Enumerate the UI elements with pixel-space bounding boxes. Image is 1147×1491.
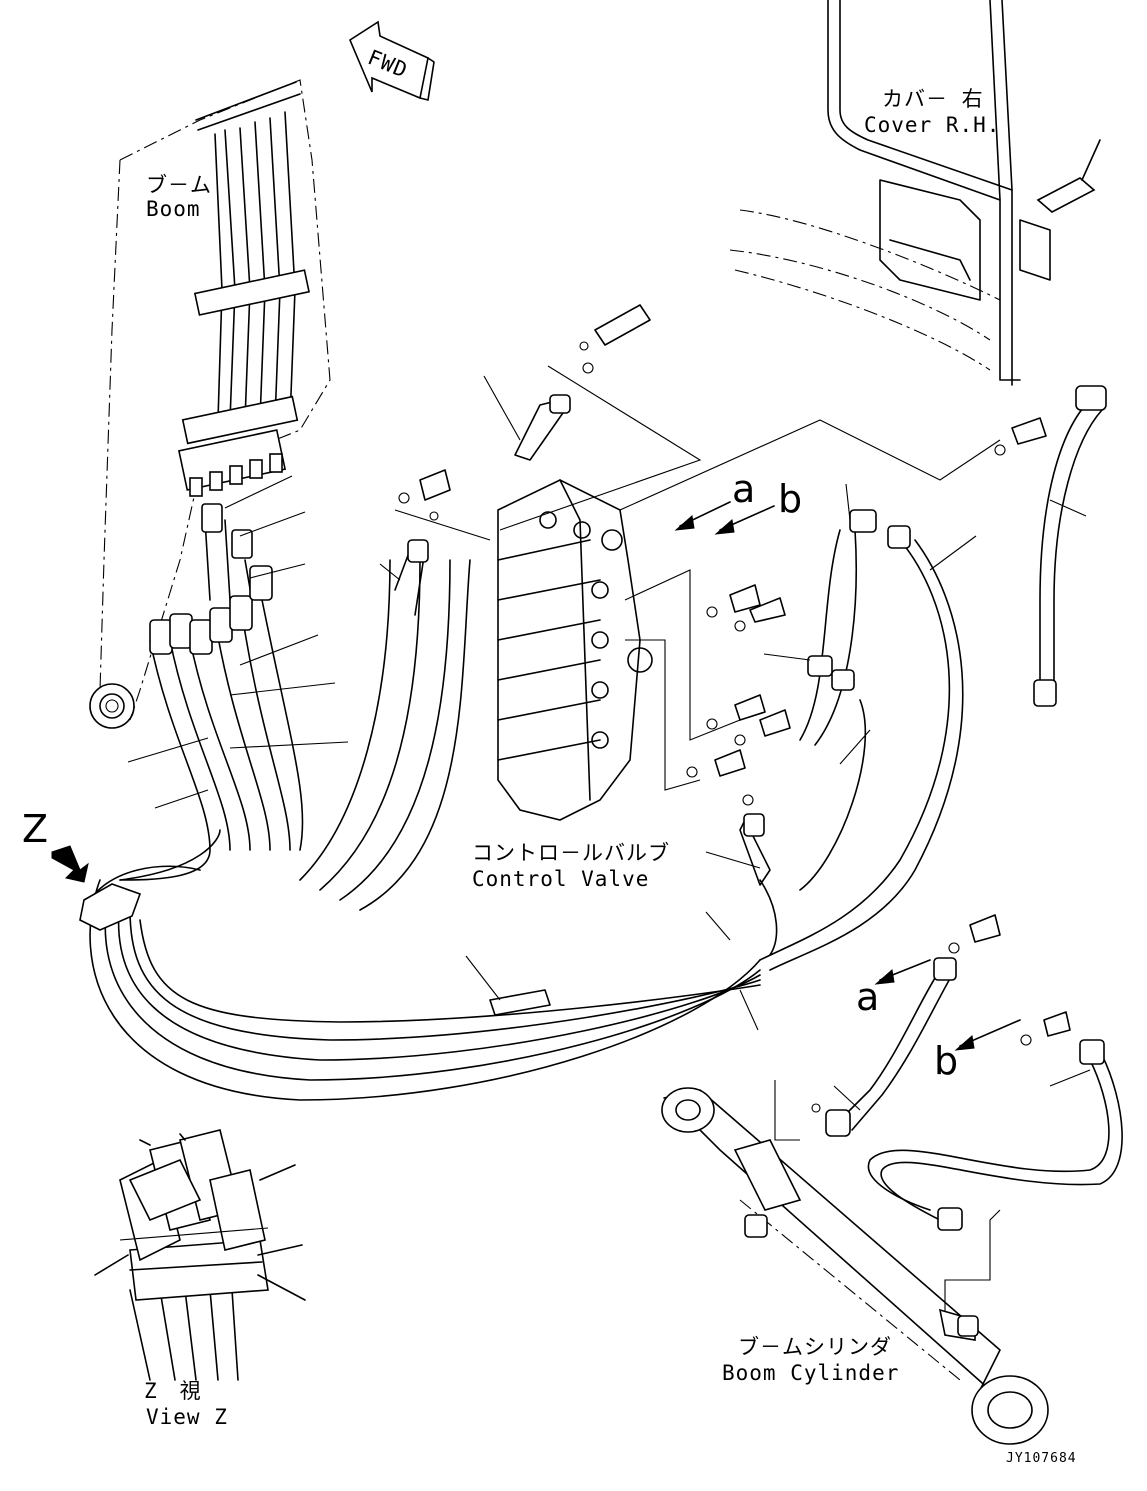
control-valve-label-jp: コントロ－ルバルブ (472, 841, 670, 865)
ref-b-bottom: b (934, 1039, 958, 1083)
boom-hose-bundle (79, 503, 761, 1101)
cover-label-en: Cover R.H. (864, 113, 1000, 137)
view-z-label-jp: Z 視 (144, 1379, 202, 1403)
control-valve-label-en: Control Valve (472, 867, 649, 891)
connection-lines (394, 365, 1001, 1330)
cover-rh: カバ－ 右 Cover R.H. (729, 0, 1101, 386)
right-side-hoses (743, 385, 1107, 971)
ref-a-bottom: a (856, 975, 879, 1019)
drawing-id: JY107684 (1006, 1451, 1077, 1466)
ref-b-top: b (778, 477, 802, 521)
view-z-detail: Z 視 View Z (94, 1129, 306, 1429)
boom-cylinder: ブ－ムシリンダ Boom Cylinder (661, 1087, 1049, 1445)
valve-fittings (394, 304, 791, 1016)
boom-arm: ブ－ム Boom (89, 79, 331, 729)
part-leader-lines (127, 375, 1091, 1111)
view-z-label-en: View Z (146, 1405, 228, 1429)
boom-cylinder-label-jp: ブ－ムシリンダ (738, 1335, 892, 1359)
control-valve: コントロ－ルバルブ Control Valve (472, 479, 670, 891)
boom-cylinder-label-en: Boom Cylinder (722, 1361, 899, 1385)
cover-label-jp: カバ－ 右 (882, 87, 984, 111)
reference-ab-bottom: a b (856, 959, 1021, 1083)
z-arrow-icon (51, 845, 89, 883)
boom-end-fittings (149, 503, 273, 655)
cylinder-hoses (811, 914, 1123, 1231)
ref-a-top: a (732, 467, 755, 511)
fwd-arrow-icon: FWD (349, 20, 435, 101)
boom-label-jp: ブ－ム (146, 173, 212, 197)
boom-label-en: Boom (146, 197, 201, 221)
z-marker-label: Z (22, 807, 48, 851)
z-marker: Z (22, 807, 89, 883)
reference-ab-top: a b (674, 467, 802, 535)
